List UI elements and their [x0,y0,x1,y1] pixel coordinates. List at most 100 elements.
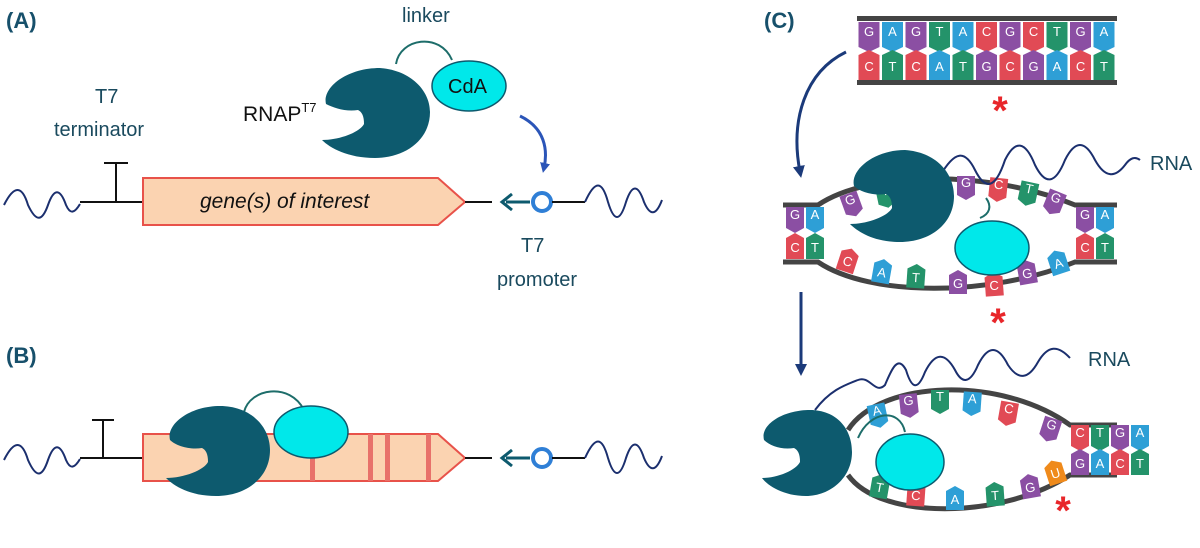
base-letter: G [1075,24,1085,39]
base-C: C [835,248,859,275]
base-A: A [1093,22,1115,52]
panel-a-label: (A) [6,8,37,33]
base-letter: C [841,253,855,270]
base-A: A [882,22,903,52]
base-T: T [906,264,926,289]
t7-promoter-symbol-b [499,447,585,469]
base-A: A [1047,250,1071,277]
base-T: T [1046,22,1068,52]
base-C: C [1023,22,1044,52]
base-letter: T [936,24,944,39]
dna-wave-right-a [584,184,663,218]
base-letter: T [1053,24,1061,39]
base-letter: G [953,276,963,291]
base-C: C [1070,50,1091,80]
base-letter: T [959,59,967,74]
base-G: G [1039,415,1063,442]
base-G: G [898,393,919,418]
base-letter: A [1100,24,1109,39]
rnap-cda-complex-a: CdA [322,40,507,158]
base-C: C [1076,233,1094,259]
base-G: G [1111,425,1129,451]
promoter-label-2: promoter [497,269,577,291]
base-letter: G [1080,207,1090,222]
terminator-label-1: T7 [95,86,118,108]
base-letter: C [864,59,873,74]
base-T: T [882,50,903,80]
t7-terminator-symbol [104,162,128,202]
base-A: A [1131,425,1149,451]
base-letter: C [790,240,799,255]
base-letter: A [1101,207,1110,222]
rna-strand-2 [814,347,1071,411]
base-letter: A [876,264,887,280]
base-letter: A [811,207,820,222]
base-letter: G [981,59,991,74]
base-T: T [952,50,974,80]
base-A: A [962,391,982,416]
base-T: T [1131,449,1149,475]
base-letter: C [1076,59,1085,74]
base-G: G [949,270,967,294]
panel-c-label: (C) [764,8,795,33]
base-letter: T [1024,180,1035,196]
base-letter: G [864,24,874,39]
base-letter: A [1053,59,1062,74]
base-letter: A [951,492,960,507]
base-letter: G [1005,24,1015,39]
base-letter: C [1003,400,1015,416]
base-letter: G [1021,265,1034,282]
base-T: T [985,482,1005,507]
base-C: C [984,272,1004,297]
base-letter: C [1080,240,1089,255]
base-letter: A [935,59,944,74]
mutation-star-1: * [992,89,1008,133]
base-G: G [957,175,975,200]
base-C: C [976,22,997,52]
base-G: G [1071,449,1089,475]
base-A: A [1046,50,1068,80]
panel-a: (A) linker CdA RNAPT7 T7 terminator gene… [3,5,663,291]
promoter-label-1: T7 [521,235,544,257]
base-letter: C [982,24,991,39]
base-G: G [1070,22,1091,52]
rnap-cda-complex-b [166,390,349,496]
base-C: C [997,400,1019,426]
panel-b: (B) [3,343,663,496]
panel-b-label: (B) [6,343,37,368]
mutation-star-2: * [990,301,1006,345]
base-A: A [806,207,824,233]
base-letter: C [1115,456,1124,471]
base-A: A [1096,207,1114,233]
base-A: A [946,486,964,510]
base-C: C [1071,425,1089,451]
base-C: C [988,177,1009,202]
base-letter: G [1115,425,1125,440]
flow-arrow-1 [792,50,847,178]
base-T: T [1091,425,1109,451]
base-C: C [905,50,927,80]
base-letter: C [1029,24,1038,39]
dna-wave-left-b [3,444,81,475]
base-letter: G [961,175,971,190]
base-letter: T [991,488,1000,504]
base-letter: A [1136,425,1145,440]
base-C: C [786,233,804,259]
base-letter: A [888,24,897,39]
terminator-label-2: terminator [54,119,144,141]
base-letter: T [889,59,897,74]
base-G: G [858,22,880,52]
base-A: A [1091,449,1109,475]
rna-label-2: RNA [1088,349,1131,371]
base-A: A [929,50,950,80]
base-letter: C [1075,425,1084,440]
base-T: T [931,389,949,414]
